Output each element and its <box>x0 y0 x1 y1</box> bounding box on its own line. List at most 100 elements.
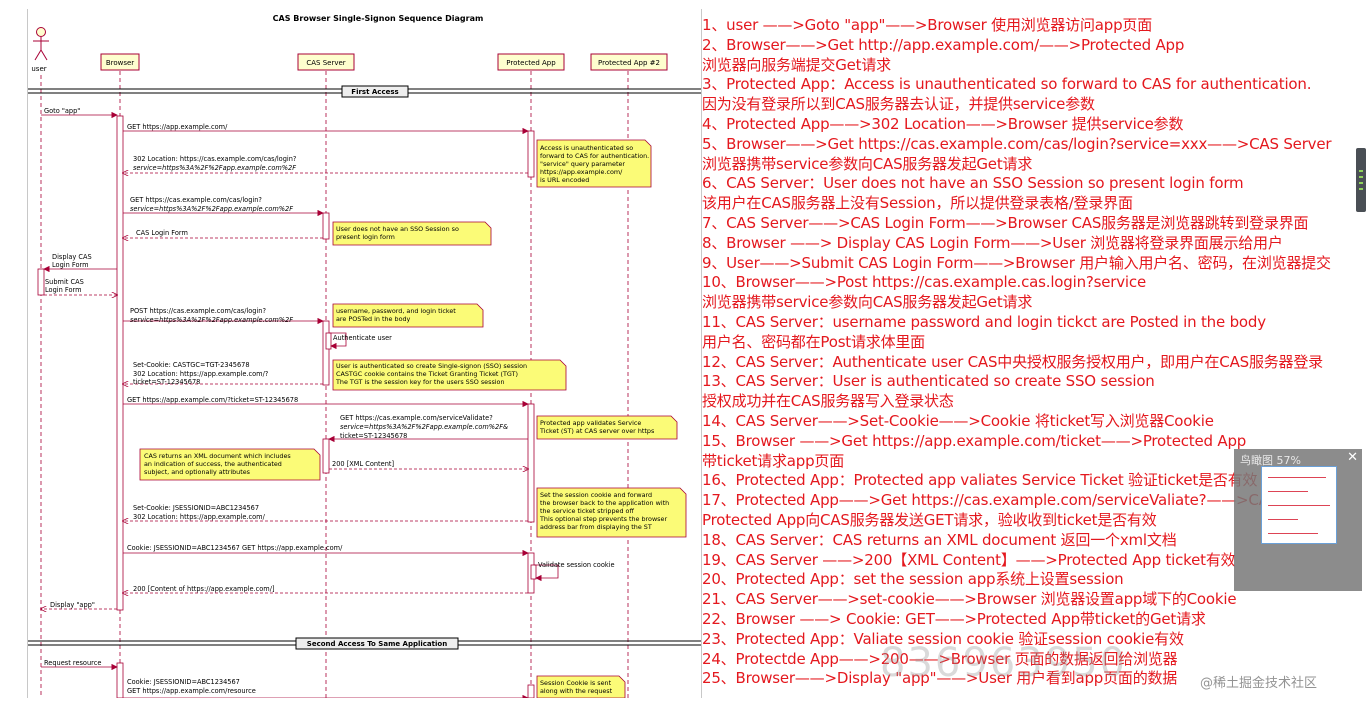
thumbnail-line <box>1268 491 1308 492</box>
step-line: 9、User——>Submit CAS Login Form——>Browser… <box>702 254 1357 274</box>
note-text-line: User does not have an SSO Session so <box>336 225 459 233</box>
msg-validate-cookie: Validate session cookie <box>538 561 615 569</box>
close-icon[interactable]: ✕ <box>1347 450 1358 465</box>
step-line: 浏览器携带service参数向CAS服务器发起Get请求 <box>702 293 1357 313</box>
note-text-line: along with the request <box>540 687 613 695</box>
thumbnail-line <box>1268 505 1330 506</box>
step-line: 1、user ——>Goto "app"——>Browser 使用浏览器访问ap… <box>702 16 1357 36</box>
step-line: 14、CAS Server——>Set-Cookie——>Cookie 将tic… <box>702 412 1357 432</box>
step-line: 5、Browser——>Get https://cas.example.com/… <box>702 135 1357 155</box>
note-text-line: The TGT is the session key for the users… <box>335 378 505 386</box>
msg-display-app: Display "app" <box>50 601 95 609</box>
note-text-line: Access is unauthenticated so <box>540 144 633 152</box>
participant-app: Protected App <box>506 59 556 67</box>
step-line: 21、CAS Server——>set-cookie——>Browser 浏览器… <box>702 590 1357 610</box>
note-text-line: Protected app validates Service <box>540 419 641 427</box>
note-text-line: CAS returns an XML document which includ… <box>144 452 291 460</box>
msg-set-cookie-session: Set-Cookie: JSESSIONID=ABC1234567 <box>133 504 259 512</box>
note-text-line: an indication of success, the authentica… <box>144 460 282 468</box>
step-line: 浏览器携带service参数向CAS服务器发起Get请求 <box>702 155 1357 175</box>
step-line: 12、CAS Server：Authenticate user CAS中央授权服… <box>702 353 1357 373</box>
step-line: 6、CAS Server：User does not have an SSO S… <box>702 174 1357 194</box>
step-line: 13、CAS Server：User is authenticated so c… <box>702 372 1357 392</box>
sequence-diagram: CAS Browser Single-Signon Sequence Diagr… <box>27 9 702 698</box>
overview-thumbnail-panel[interactable]: 鸟瞰图 57% ✕ <box>1234 449 1362 591</box>
msg-get-app: GET https://app.example.com/ <box>127 123 228 131</box>
msg-302-app-root: 302 Location: https://app.example.com/ <box>133 513 266 521</box>
step-line: 该用户在CAS服务器上没有Session，所以提供登录表格/登录界面 <box>702 194 1357 214</box>
note-text-line: the service ticket stripped off <box>540 507 634 515</box>
msg-display-form-a: Display CAS <box>52 253 92 261</box>
msg-get-cas-login-b: service=https%3A%2F%2Fapp.example.com%2F <box>130 205 293 213</box>
note-text-line: is URL encoded <box>540 176 589 184</box>
svg-text:User is authenticated so creat: User is authenticated so create Single-s… <box>335 362 527 386</box>
msg-ticket: ticket=ST-12345678 <box>133 378 200 386</box>
actor-user-icon <box>33 28 49 61</box>
msg-200-content: 200 [Content of https://app.example.com/… <box>133 585 275 593</box>
msg-validate-b: service=https%3A%2F%2Fapp.example.com%2F… <box>340 423 508 431</box>
participant-user: user <box>31 65 46 73</box>
note-text-line: the browser back to the application with <box>540 499 669 507</box>
sequence-diagram-svg: CAS Browser Single-Signon Sequence Diagr… <box>28 9 701 698</box>
note-text-line: are POSTed in the body <box>336 315 411 323</box>
thumbnail-viewport[interactable] <box>1261 466 1337 544</box>
note-text-line: CASTGC cookie contains the Ticket Granti… <box>336 370 518 378</box>
msg-302-login-b: service=https%3A%2F%2Fapp.example.com%2F <box>133 164 296 172</box>
msg-validate-c: ticket=ST-12345678 <box>340 432 407 440</box>
step-line: 用户名、密码都在Post请求体里面 <box>702 333 1357 353</box>
scroll-tick <box>1359 182 1363 184</box>
msg-cookie-resource-a: Cookie: JSESSIONID=ABC1234567 <box>127 678 240 686</box>
note-text-line: subject, and optionally attributes <box>144 468 251 476</box>
msg-get-cas-login-a: GET https://cas.example.com/cas/login? <box>130 196 262 204</box>
step-line: 浏览器向服务端提交Get请求 <box>702 56 1357 76</box>
thumbnail-line <box>1268 533 1318 534</box>
note-text-line: This optional step prevents the browser <box>539 515 667 523</box>
msg-200-xml: 200 [XML Content] <box>332 460 394 468</box>
step-line: 22、Browser ——> Cookie: GET——>Protected A… <box>702 610 1357 630</box>
msg-get-app-ticket: GET https://app.example.com/?ticket=ST-1… <box>127 396 298 404</box>
note-text-line: "service" query parameter <box>540 160 625 168</box>
msg-request-resource: Request resource <box>44 659 101 667</box>
note-text-line: forward to CAS for authentication. <box>540 152 649 160</box>
scroll-tick <box>1359 188 1363 190</box>
svg-text:First Access: First Access <box>351 88 398 96</box>
msg-cas-login-form: CAS Login Form <box>136 229 188 237</box>
participant-app2: Protected App #2 <box>598 59 660 67</box>
msg-set-cookie-tgc: Set-Cookie: CASTGC=TGT-2345678 <box>133 361 250 369</box>
msg-submit-form-b: Login Form <box>45 286 82 294</box>
step-line: 10、Browser——>Post https://cas.example.ca… <box>702 273 1357 293</box>
msg-post-login-a: POST https://cas.example.com/cas/login? <box>130 307 266 315</box>
thumbnail-line <box>1268 477 1326 478</box>
watermark-brand: @稀土掘金技术社区 <box>1200 672 1317 691</box>
msg-cookie-get-app: Cookie: JSESSIONID=ABC1234567 GET https:… <box>127 544 343 552</box>
msg-cookie-resource-b: GET https://app.example.com/resource <box>127 687 256 695</box>
scroll-tick <box>1359 176 1363 178</box>
section-first-access: First Access <box>28 86 701 97</box>
note-text-line: present login form <box>336 233 395 241</box>
msg-display-form-b: Login Form <box>52 261 89 269</box>
participant-browser: Browser <box>106 59 134 67</box>
msg-authenticate-user: Authenticate user <box>333 334 392 342</box>
note-text-line: address bar from displaying the ST <box>540 523 652 531</box>
step-line: 3、Protected App：Access is unauthenticate… <box>702 75 1357 95</box>
scroll-tick <box>1359 170 1363 172</box>
note-text-line: username, password, and login ticket <box>336 307 456 315</box>
watermark-id: 836963950 <box>880 640 1127 686</box>
section-second-access: Second Access To Same Application <box>28 638 701 649</box>
svg-text:Second Access To Same Applicat: Second Access To Same Application <box>307 640 447 648</box>
step-line: 授权成功并在CAS服务器写入登录状态 <box>702 392 1357 412</box>
scroll-indicator[interactable] <box>1356 148 1366 212</box>
msg-goto-app: Goto "app" <box>44 107 80 115</box>
msg-validate-a: GET https://cas.example.com/serviceValid… <box>340 414 493 422</box>
step-line: 2、Browser——>Get http://app.example.com/—… <box>702 36 1357 56</box>
step-line: 8、Browser ——> Display CAS Login Form——>U… <box>702 234 1357 254</box>
step-line: 因为没有登录所以到CAS服务器去认证，并提供service参数 <box>702 95 1357 115</box>
step-line: 4、Protected App——>302 Location——>Browser… <box>702 115 1357 135</box>
msg-post-login-b: service=https%3A%2F%2Fapp.example.com%2F <box>130 316 293 324</box>
note-text-line: https://app.example.com/ <box>540 168 623 176</box>
thumbnail-line <box>1268 519 1298 520</box>
step-line: 11、CAS Server：username password and logi… <box>702 313 1357 333</box>
step-line: 7、CAS Server——>CAS Login Form——>Browser … <box>702 214 1357 234</box>
